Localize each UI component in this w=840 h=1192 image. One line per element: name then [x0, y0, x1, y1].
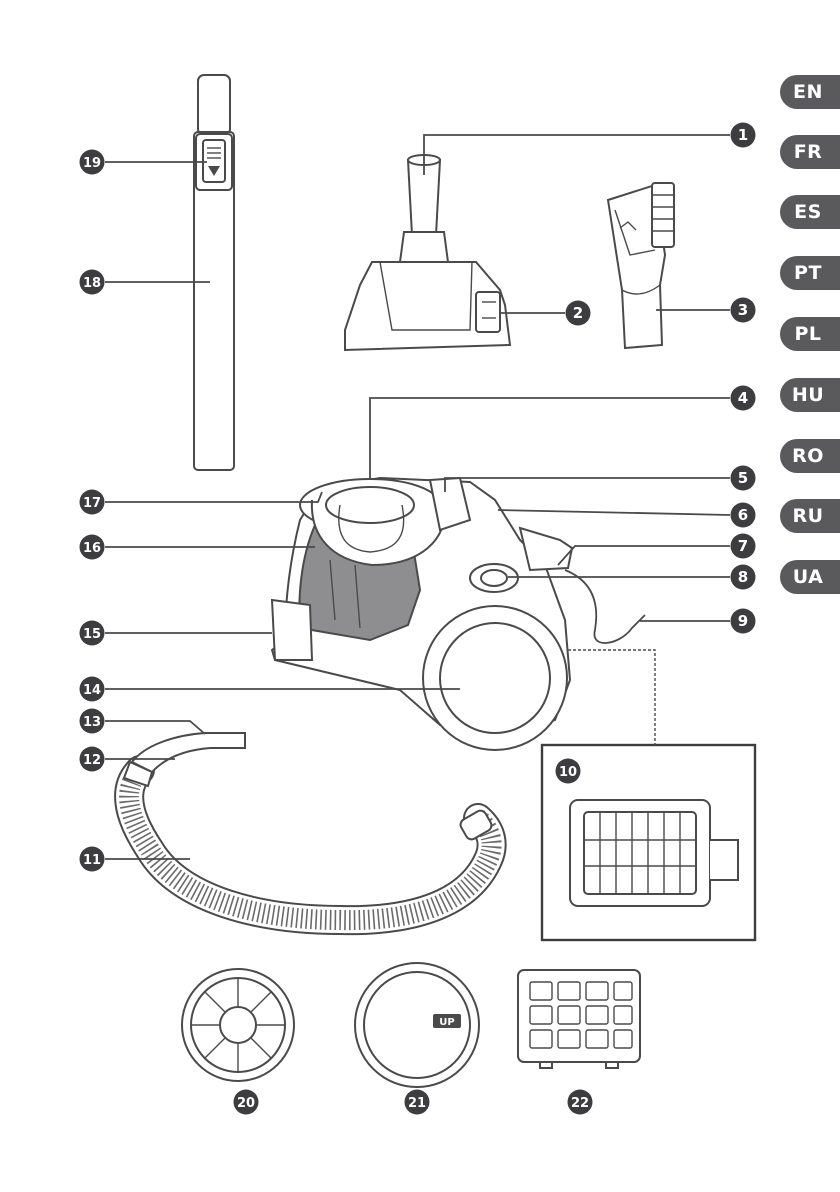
callout-5: 5: [731, 466, 756, 491]
callout-number: 17: [83, 496, 101, 511]
floor-nozzle: [345, 155, 510, 350]
language-tab-fr[interactable]: FR: [780, 135, 840, 169]
extension-tube: [194, 75, 234, 470]
callout-number: 14: [83, 683, 101, 698]
callout-12: 12: [80, 747, 105, 772]
vacuum-body: [272, 478, 645, 750]
callout-number: 19: [83, 156, 101, 171]
callout-number: 15: [83, 627, 101, 642]
language-tab-hu[interactable]: HU: [780, 378, 840, 412]
callout-number: 11: [83, 853, 101, 868]
filter-up-label: UP: [439, 1017, 454, 1028]
callout-21: 21: [405, 1090, 430, 1115]
leader-line-6: [498, 510, 730, 515]
callout-8: 8: [731, 565, 756, 590]
language-tab-ro[interactable]: RO: [780, 439, 840, 473]
callout-6: 6: [731, 503, 756, 528]
foam-filter-disc: UP: [355, 963, 479, 1087]
callout-4: 4: [731, 386, 756, 411]
hepa-filter: [518, 970, 640, 1068]
language-tabs: EN FR ES PT PL HU RO RU UA: [780, 0, 840, 1192]
callout-number: 4: [738, 389, 748, 407]
inset-connector-line: [568, 650, 655, 745]
callout-22: 22: [568, 1090, 593, 1115]
callout-3: 3: [731, 298, 756, 323]
leader-line-7: [558, 546, 730, 565]
leader-line-17: [105, 492, 322, 502]
callout-number: 1: [738, 126, 748, 144]
leader-line-5: [445, 478, 730, 492]
callout-number: 22: [571, 1096, 589, 1111]
callout-18: 18: [80, 270, 105, 295]
callout-17: 17: [80, 490, 105, 515]
round-filter: [182, 969, 294, 1081]
language-tab-ua[interactable]: UA: [780, 560, 840, 594]
callout-number: 13: [83, 715, 101, 730]
language-tab-en[interactable]: EN: [780, 75, 840, 109]
callout-number: 21: [408, 1096, 426, 1111]
callout-9: 9: [731, 609, 756, 634]
leader-line-1: [424, 135, 730, 175]
callout-number: 5: [738, 469, 748, 487]
callout-number: 8: [738, 568, 748, 586]
callout-16: 16: [80, 535, 105, 560]
callout-10: 10: [556, 759, 581, 784]
callout-number: 10: [559, 765, 577, 780]
callout-number: 3: [738, 301, 748, 319]
language-tab-ru[interactable]: RU: [780, 499, 840, 533]
callout-number: 6: [738, 506, 748, 524]
language-tab-es[interactable]: ES: [780, 195, 840, 229]
leader-line-4: [370, 398, 730, 480]
leader-line-13: [105, 721, 205, 734]
callout-number: 7: [738, 537, 748, 555]
callout-13: 13: [80, 709, 105, 734]
callout-7: 7: [731, 534, 756, 559]
callout-14: 14: [80, 677, 105, 702]
callout-number: 20: [237, 1096, 255, 1111]
callout-number: 16: [83, 541, 101, 556]
callout-1: 1: [731, 123, 756, 148]
language-tab-pl[interactable]: PL: [780, 317, 840, 351]
callout-number: 12: [83, 753, 101, 768]
callout-15: 15: [80, 621, 105, 646]
language-tab-pt[interactable]: PT: [780, 256, 840, 290]
callout-20: 20: [234, 1090, 259, 1115]
callout-number: 2: [573, 304, 583, 322]
callout-2: 2: [566, 301, 591, 326]
callout-number: 18: [83, 276, 101, 291]
callout-number: 9: [738, 612, 748, 630]
callout-11: 11: [80, 847, 105, 872]
brush-tool: [608, 183, 674, 348]
callout-19: 19: [80, 150, 105, 175]
hose: [124, 733, 494, 920]
